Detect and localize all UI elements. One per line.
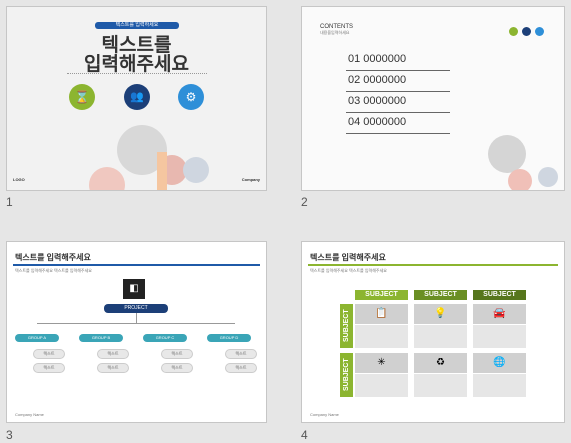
project-label: PROJECT xyxy=(104,304,168,313)
member-pill: 텍스트 xyxy=(97,349,129,359)
slide-subheader: 텍스트를 입력해주세요 텍스트를 입력해주세요 xyxy=(310,268,387,273)
org-connector xyxy=(37,323,235,324)
divider xyxy=(346,112,450,113)
member-pill: 텍스트 xyxy=(161,349,193,359)
gears-icon: ⚙ xyxy=(178,84,204,110)
bg-bar-chart xyxy=(157,152,167,190)
divider xyxy=(346,133,450,134)
globe-icon: 🌐 xyxy=(473,353,526,373)
grid-cell xyxy=(473,374,526,397)
bg-decoration xyxy=(183,157,209,183)
recycle-icon: ♻ xyxy=(414,353,467,373)
divider xyxy=(346,91,450,92)
group-a-label: GROUP A xyxy=(15,334,59,342)
briefcase-icon: ◧ xyxy=(123,279,145,299)
slide-footer: Company Name xyxy=(15,412,44,417)
subject-row-1: SUBJECT xyxy=(340,304,353,348)
contents-item-3: 03 0000000 xyxy=(348,95,407,107)
header-rule xyxy=(13,264,260,266)
slide-footer: Company Name xyxy=(310,412,339,417)
member-pill: 텍스트 xyxy=(225,363,257,373)
grid-cell xyxy=(355,374,408,397)
slide-header: 텍스트를 입력해주세요 xyxy=(310,253,386,262)
car-icon: 🚘 xyxy=(473,304,526,324)
group-c-label: GROUP C xyxy=(143,334,187,342)
org-connector xyxy=(136,313,137,323)
grid-cell xyxy=(473,325,526,348)
member-pill: 텍스트 xyxy=(161,363,193,373)
subject-col-2: SUBJECT xyxy=(414,290,467,300)
slide-thumbnail-1[interactable]: 텍스트를 입력하세요 텍스트를 입력해주세요 ⌛ 👥 ⚙ LOGO Compan… xyxy=(6,6,267,191)
slide-number-2: 2 xyxy=(301,195,308,209)
subject-col-1: SUBJECT xyxy=(355,290,408,300)
contents-item-2: 02 0000000 xyxy=(348,74,407,86)
member-pill: 텍스트 xyxy=(33,349,65,359)
slide-thumbnail-3[interactable]: 텍스트를 입력해주세요 텍스트를 입력해주세요 텍스트를 입력해주세요 ◧ PR… xyxy=(6,241,267,423)
bg-decoration xyxy=(538,167,558,187)
navy-dot-icon xyxy=(522,27,531,36)
title-line-2: 입력해주세요 xyxy=(84,54,189,75)
logo-right: Company xyxy=(241,177,260,182)
grid-cell xyxy=(355,325,408,348)
group-d-label: GROUP D xyxy=(207,334,251,342)
grid-cell xyxy=(414,325,467,348)
slide-number-3: 3 xyxy=(6,428,13,442)
contents-item-4: 04 0000000 xyxy=(348,116,407,128)
member-pill: 텍스트 xyxy=(33,363,65,373)
header-rule xyxy=(308,264,558,266)
bg-decoration xyxy=(89,167,125,190)
green-dot-icon xyxy=(509,27,518,36)
title-underline xyxy=(67,73,207,76)
group-b-label: GROUP B xyxy=(79,334,123,342)
slide-thumbnail-2[interactable]: CONTENTS 내용을입력하세요 01 0000000 02 0000000 … xyxy=(301,6,565,191)
bg-decoration xyxy=(488,135,526,173)
contents-title: CONTENTS xyxy=(320,24,353,30)
contents-item-1: 01 0000000 xyxy=(348,53,407,65)
member-pill: 텍스트 xyxy=(97,363,129,373)
subject-col-3: SUBJECT xyxy=(473,290,526,300)
hourglass-icon: ⌛ xyxy=(69,84,95,110)
divider xyxy=(346,70,450,71)
title-line-1: 텍스트를 xyxy=(101,35,172,56)
slide-header: 텍스트를 입력해주세요 xyxy=(15,253,91,262)
slide-number-4: 4 xyxy=(301,428,308,442)
title-badge: 텍스트를 입력하세요 xyxy=(95,22,179,29)
subject-row-2: SUBJECT xyxy=(340,353,353,397)
grid-cell xyxy=(414,374,467,397)
slide-number-1: 1 xyxy=(6,195,13,209)
contents-subtitle: 내용을입력하세요 xyxy=(320,30,350,35)
lightbulb-icon: 💡 xyxy=(414,304,467,324)
blue-dot-icon xyxy=(535,27,544,36)
users-icon: 👥 xyxy=(124,84,150,110)
bg-decoration xyxy=(508,169,532,190)
slide-subheader: 텍스트를 입력해주세요 텍스트를 입력해주세요 xyxy=(15,268,92,273)
wind-turbine-icon: ✳ xyxy=(355,353,408,373)
clipboard-icon: 📋 xyxy=(355,304,408,324)
logo-left: LOGO xyxy=(13,177,25,182)
member-pill: 텍스트 xyxy=(225,349,257,359)
slide-thumbnail-4[interactable]: 텍스트를 입력해주세요 텍스트를 입력해주세요 텍스트를 입력해주세요 SUBJ… xyxy=(301,241,565,423)
